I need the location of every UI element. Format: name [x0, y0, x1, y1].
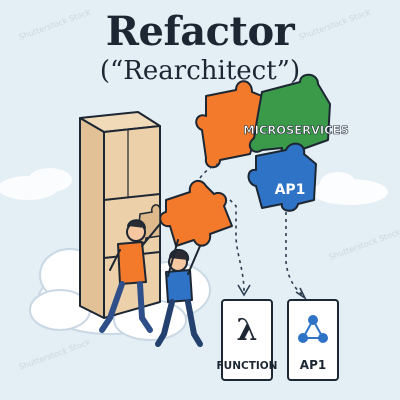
api-card: AP1	[287, 299, 339, 381]
background-cloud-right	[312, 172, 388, 205]
person-orange-shirt	[99, 219, 161, 333]
microservices-label: MICROSERVICES	[243, 123, 349, 137]
lambda-icon: λ	[236, 313, 257, 348]
watermark-text-4: Shutterstock Stock	[328, 227, 400, 261]
person-blue-shirt	[155, 239, 203, 347]
api-network-icon	[298, 315, 328, 343]
arrow-head-api	[295, 287, 308, 301]
watermark-text-2: Shutterstock Stock	[298, 7, 372, 41]
function-card: λ FUNCTION	[217, 299, 278, 381]
watermark-text-1: Shutterstock Stock	[18, 7, 92, 41]
api-label-top: AP1	[275, 182, 306, 198]
blue-puzzle-piece	[247, 142, 317, 212]
orange-puzzle-piece-carried	[159, 179, 233, 247]
page-title: Refactor	[105, 8, 295, 55]
background-cloud-left	[0, 168, 72, 200]
dotted-connectors	[199, 163, 305, 297]
api-card-label: AP1	[300, 358, 326, 372]
watermark-text-3: Shutterstock Stock	[18, 337, 92, 371]
arrow-head-function	[237, 284, 251, 297]
function-label: FUNCTION	[217, 360, 278, 372]
page-subtitle: (“Rearchitect”)	[99, 56, 301, 86]
